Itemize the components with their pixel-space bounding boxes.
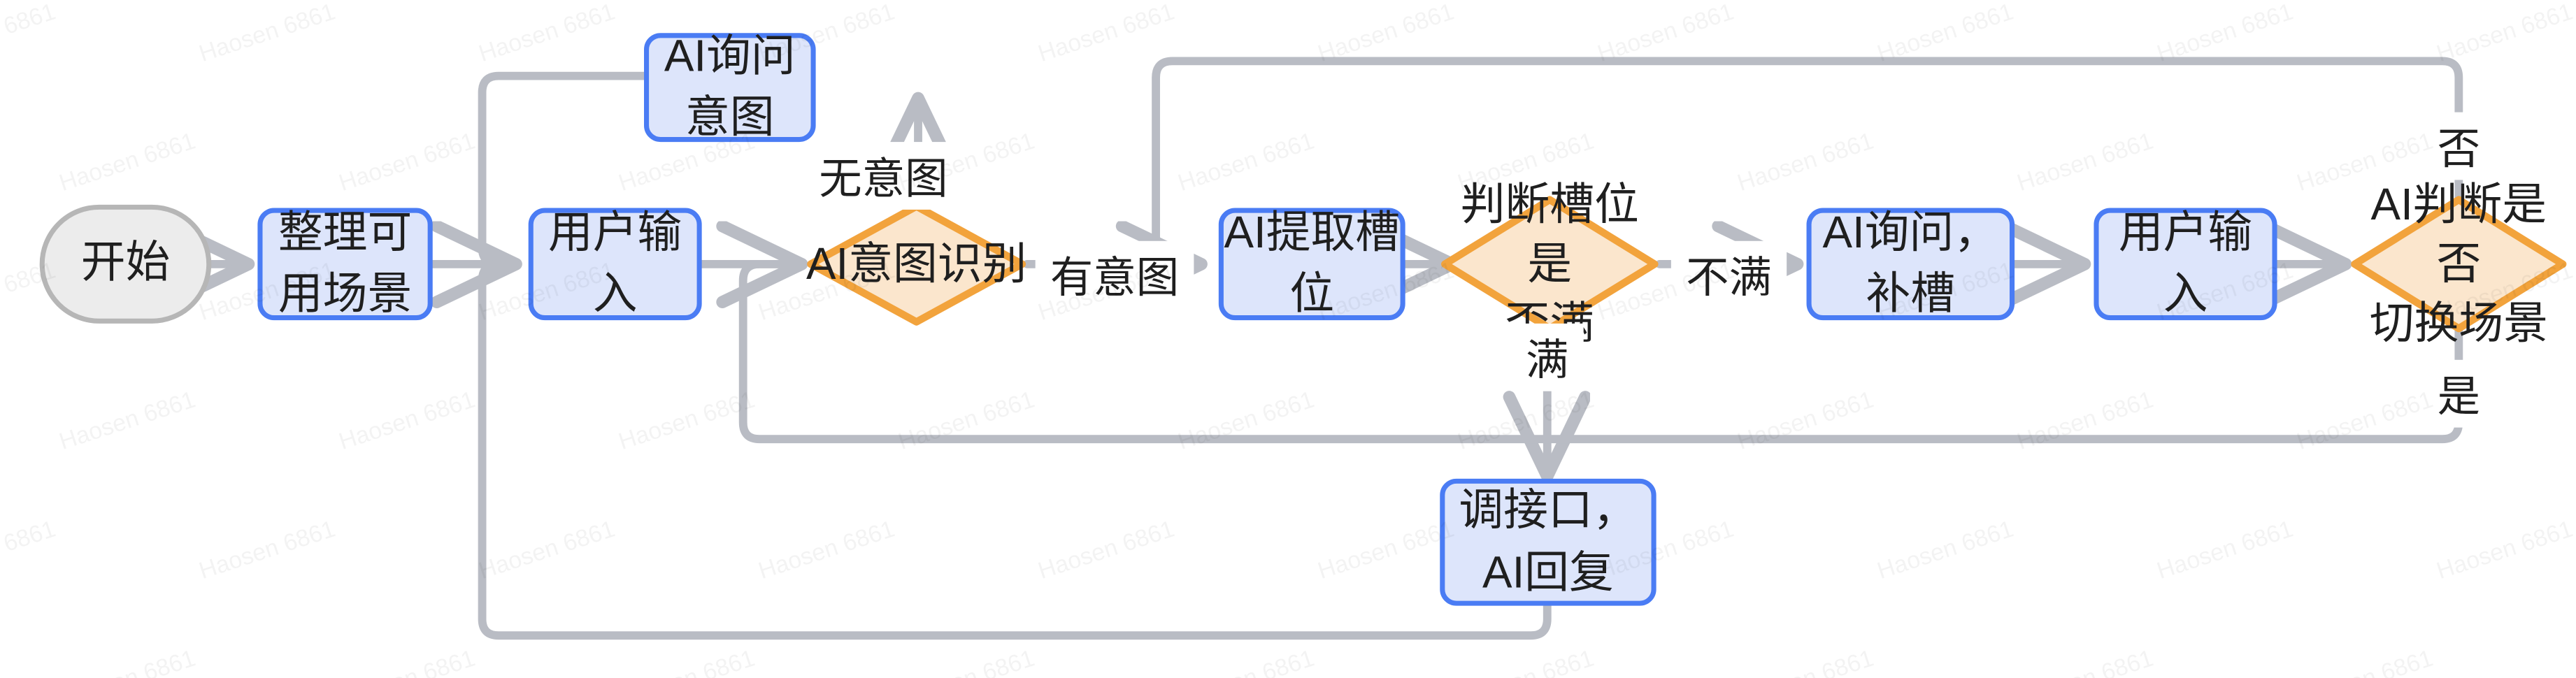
node-intent-recognition-label: AI意图识别 (806, 239, 1027, 289)
node-user-input-2-label: 用户输入 (2118, 207, 2253, 319)
node-user-input-2[interactable]: 用户输入 (2094, 208, 2277, 321)
node-switch-scene-label-line2: 切换场景 (2369, 298, 2548, 349)
node-user-input-1[interactable]: 用户输入 (528, 208, 702, 321)
node-call-api[interactable]: 调接口，AI回复 (1440, 478, 1656, 606)
node-ask-slot[interactable]: AI询问，补槽 (1806, 208, 2015, 321)
edge-label-not-full: 不满 (1670, 240, 1787, 309)
node-slot-extract[interactable]: AI提取槽位 (1218, 208, 1405, 321)
diamond-shape-switch-scene (2351, 196, 2567, 333)
node-ask-slot-label: AI询问，补槽 (1822, 207, 1999, 319)
edge-callapi-to-userinput1 (478, 259, 1552, 640)
edge-label-no-intent: 无意图 (804, 142, 963, 210)
node-slot-full-decision[interactable]: 判断槽位是 否满 (1440, 180, 1659, 349)
node-intent-recognition[interactable]: AI意图识别 (806, 201, 1026, 326)
node-ask-intent[interactable]: AI询问意图 (644, 31, 816, 143)
node-slot-extract-label: AI提取槽位 (1224, 207, 1400, 319)
node-switch-scene-decision[interactable]: AI判断是否 切换场景 (2349, 180, 2568, 349)
node-slot-full-label: 判断槽位是 否满 (1440, 180, 1659, 349)
edge-label-has-intent: 有意图 (1035, 240, 1194, 309)
node-call-api-label: 调接口，AI回复 (1459, 485, 1638, 597)
node-ask-intent-label: AI询问意图 (664, 31, 796, 143)
node-scenes-label: 整理可用场景 (278, 207, 413, 319)
node-switch-scene-label: AI判断是否 切换场景 (2349, 180, 2568, 349)
edge-label-yes: 是 (2422, 359, 2496, 428)
node-switch-scene-label-line1: AI判断是否 (2370, 179, 2547, 289)
edge-label-no: 否 (2422, 112, 2496, 180)
node-start[interactable]: 开始 (39, 204, 212, 324)
node-start-label: 开始 (80, 238, 171, 288)
node-slot-full-label-line1: 判断槽位是 (1460, 179, 1639, 289)
diamond-shape-intent (807, 202, 1026, 326)
edge-switchscene-yes-to-intentreco (738, 259, 2463, 444)
node-user-input-1-label: 用户输入 (548, 207, 682, 319)
edge-label-full: 满 (1510, 323, 1584, 391)
node-scenes[interactable]: 整理可用场景 (257, 208, 433, 321)
